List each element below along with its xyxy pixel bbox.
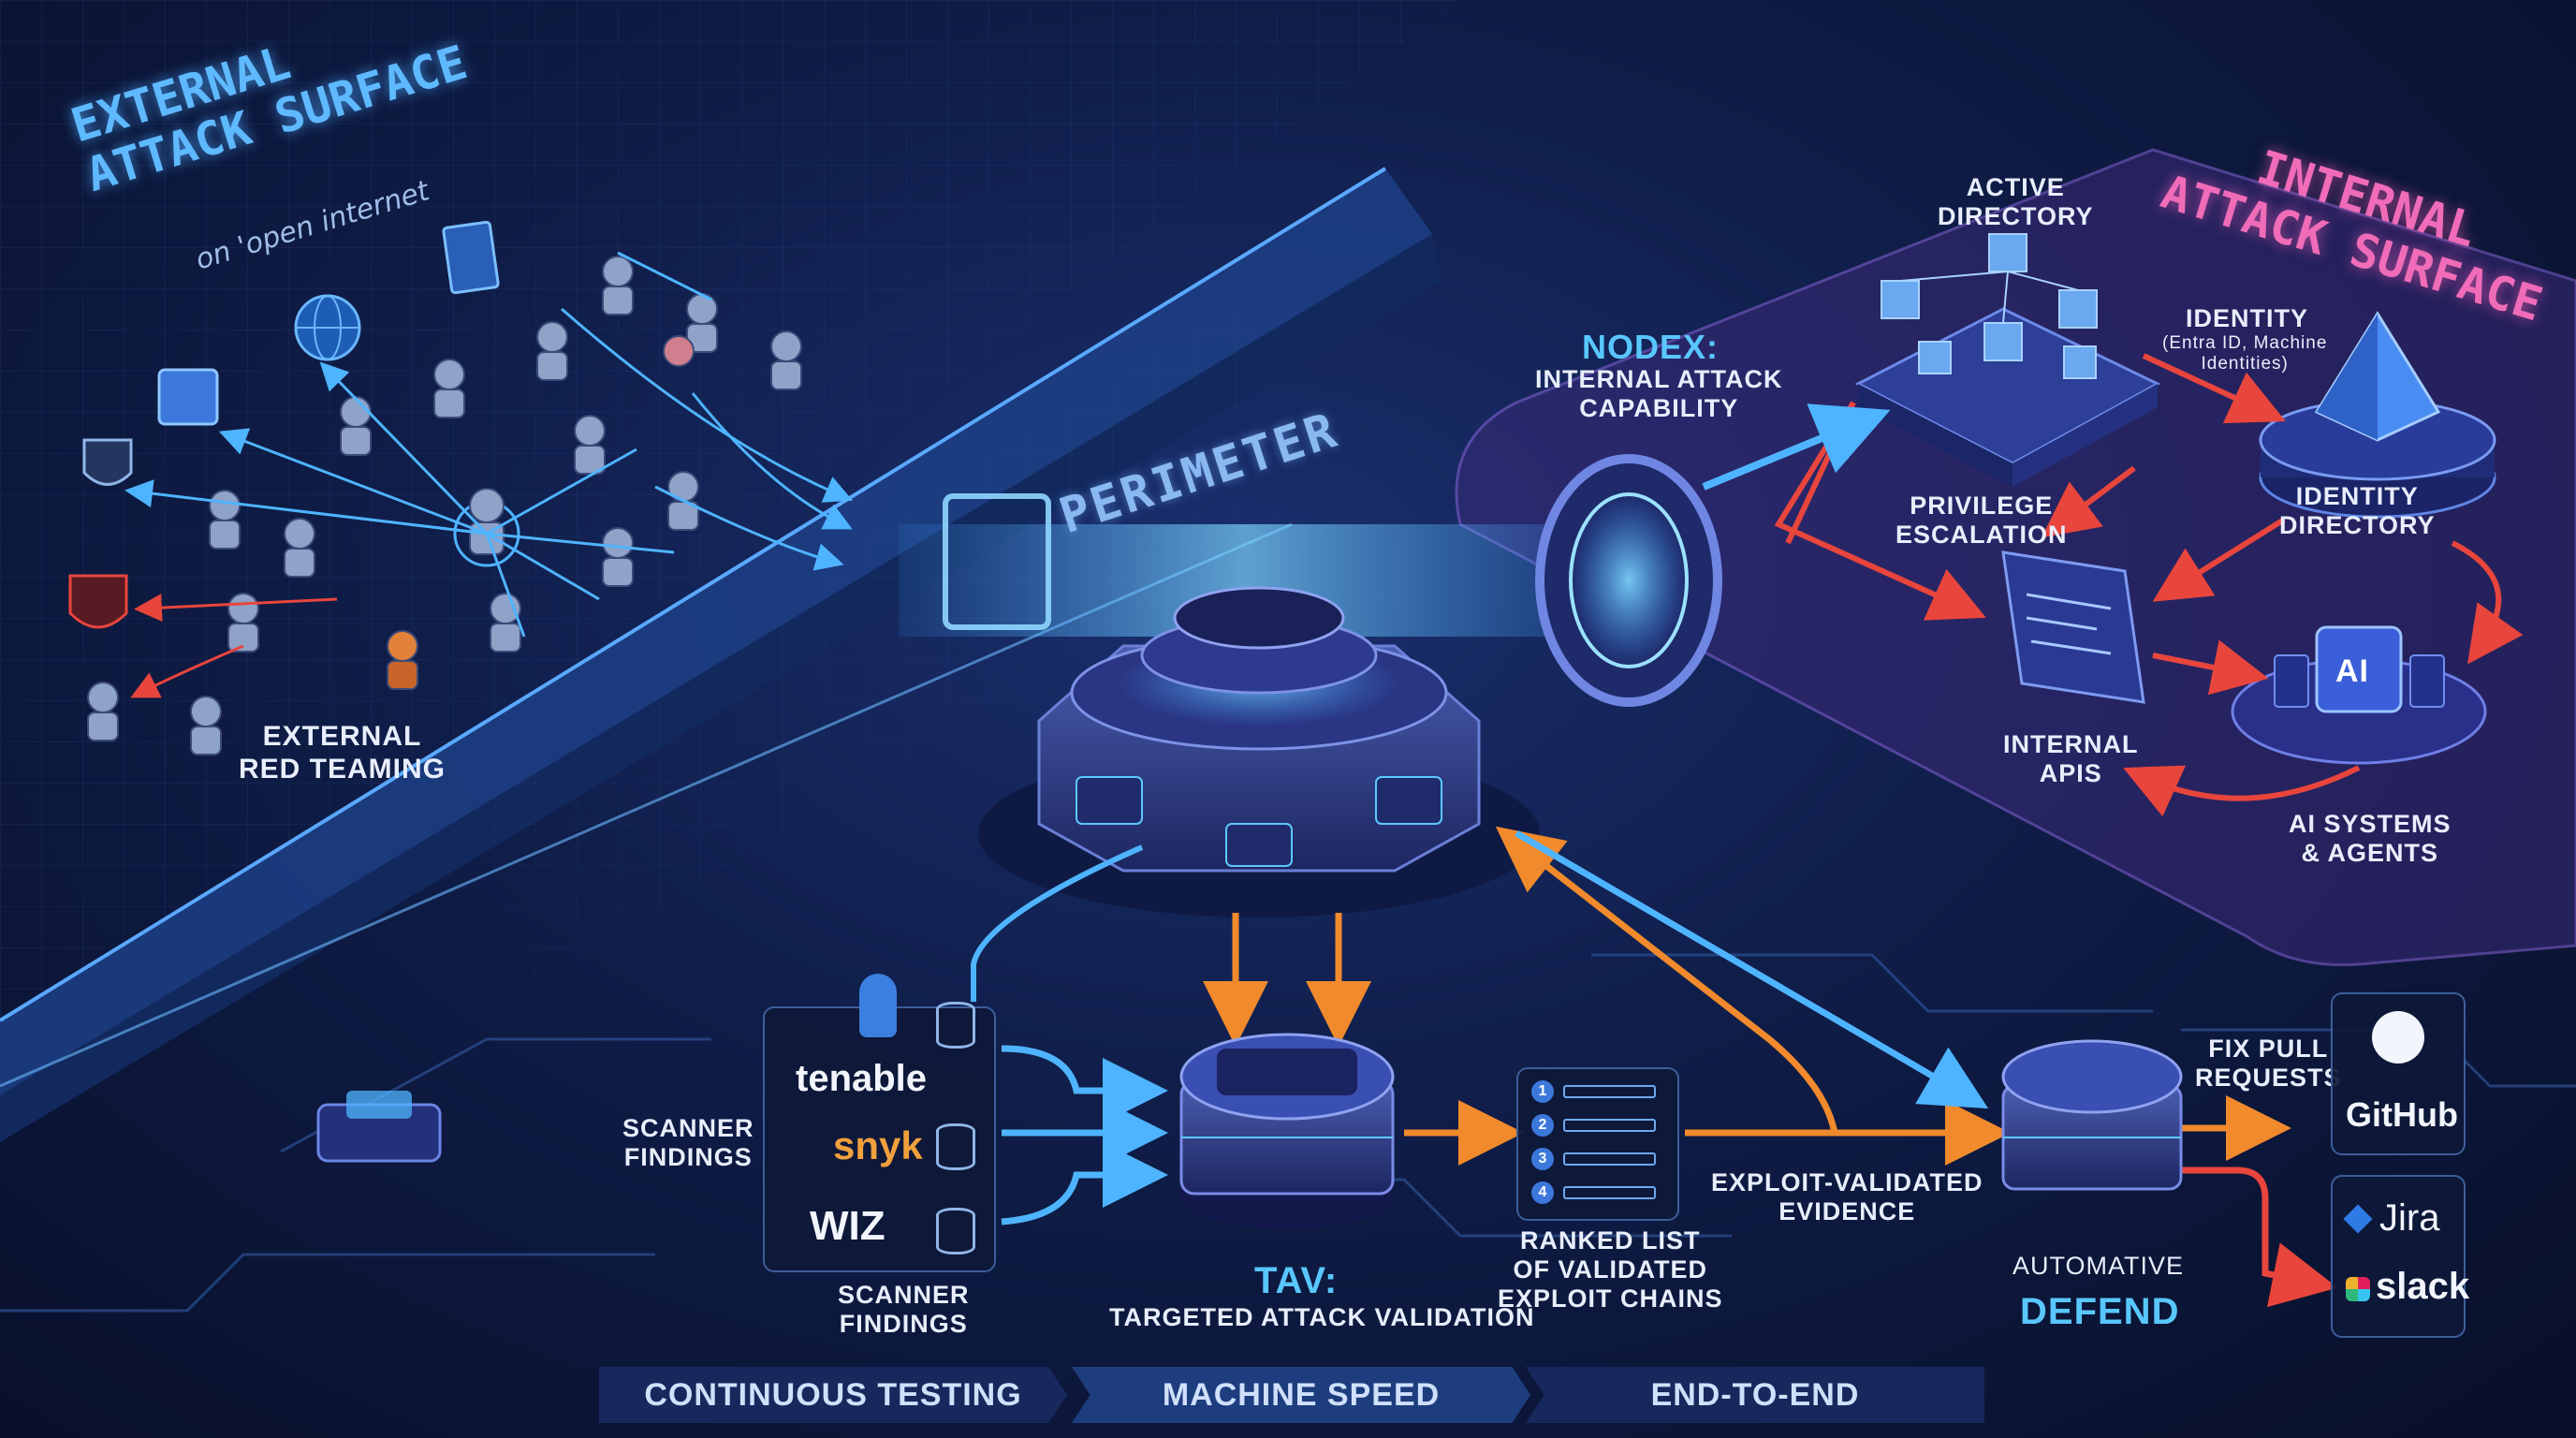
wiz-logo: WIZ (810, 1203, 886, 1249)
github-card[interactable]: GitHub (2331, 992, 2466, 1155)
nodex-label: NODEX: (1582, 328, 1720, 366)
github-icon (2372, 1011, 2424, 1064)
slack-icon (2346, 1277, 2370, 1301)
red-shield-icon (68, 574, 128, 629)
scanner-card (763, 1006, 996, 1272)
ranked-item: 2 (1531, 1114, 1662, 1137)
jira-icon (2343, 1204, 2373, 1234)
automative-label: AUTOMATIVE (2012, 1252, 2185, 1280)
ranked-item: 3 (1531, 1148, 1662, 1170)
nodex-sub-label: INTERNAL ATTACK CAPABILITY (1535, 365, 1783, 423)
scanner-findings-left-label: SCANNER FINDINGS (622, 1114, 754, 1172)
identity-directory-label: IDENTITY DIRECTORY (2279, 482, 2436, 540)
ranked-list-label: RANKED LIST OF VALIDATED EXPLOIT CHAINS (1498, 1226, 1723, 1313)
tav-sub-label: TARGETED ATTACK VALIDATION (1109, 1303, 1535, 1331)
exploit-evidence-label: EXPLOIT-VALIDATED EVIDENCE (1711, 1168, 1983, 1226)
jira-logo-text: Jira (2379, 1197, 2440, 1239)
defend-label: DEFEND (2020, 1291, 2180, 1332)
active-directory-node (1854, 233, 2161, 487)
ai-systems-node (2231, 625, 2487, 765)
cloud-window-icon (157, 368, 219, 426)
central-hub (978, 586, 1540, 917)
database-icon (936, 1123, 975, 1170)
identity-label: IDENTITY (2186, 304, 2309, 332)
active-directory-label: ACTIVE DIRECTORY (1938, 173, 2094, 231)
ranked-item: 1 (1531, 1080, 1662, 1103)
privilege-escalation-label: PRIVILEGE ESCALATION (1895, 492, 2068, 550)
ai-systems-label: AI SYSTEMS & AGENTS (2289, 810, 2452, 868)
tav-label: TAV: (1254, 1260, 1339, 1301)
snyk-logo: snyk (833, 1123, 923, 1167)
scanner-findings-bottom-label: SCANNER FINDINGS (838, 1281, 970, 1339)
bottom-bar-end-to-end: END-TO-END (1526, 1367, 1984, 1423)
nodex-portal (1535, 454, 1722, 707)
perimeter-wall (0, 169, 1432, 1095)
ranked-list-card: 1 2 3 4 (1516, 1067, 1679, 1221)
ranked-item: 4 (1531, 1181, 1662, 1204)
github-logo-text: GitHub (2346, 1095, 2458, 1134)
ai-badge: AI (2335, 653, 2369, 689)
slack-logo-text: slack (2376, 1266, 2470, 1307)
ticketing-card[interactable]: Jira slack (2331, 1175, 2470, 1338)
internal-apis-node (2001, 550, 2145, 704)
database-icon (936, 1208, 975, 1255)
laptop-icon (442, 220, 500, 295)
internal-apis-label: INTERNAL APIS (2003, 730, 2139, 788)
fix-pull-requests-label: FIX PULL REQUESTS (2195, 1034, 2342, 1093)
external-red-teaming-label: EXTERNAL RED TEAMING (239, 721, 446, 785)
bottom-bar-continuous-testing: CONTINUOUS TESTING (599, 1367, 1067, 1423)
bottom-bar-machine-speed: MACHINE SPEED (1072, 1367, 1530, 1423)
database-icon (936, 1002, 975, 1049)
defend-server (2001, 1039, 2183, 1191)
shield-icon (82, 438, 133, 486)
robot-swarm (87, 256, 802, 756)
identity-directory-node (2259, 311, 2496, 519)
tav-server (1179, 1033, 1395, 1229)
identity-sub-label: (Entra ID, Machine Identities) (2162, 333, 2328, 374)
bucket-icon (859, 974, 897, 1037)
tenable-logo: tenable (796, 1058, 928, 1099)
edge-node (316, 1091, 442, 1163)
